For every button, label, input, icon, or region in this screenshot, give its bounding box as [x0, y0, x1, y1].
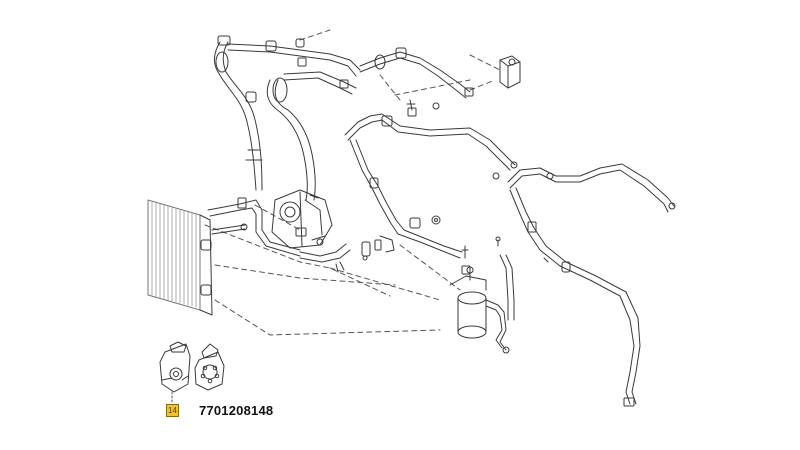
right-pipes	[507, 163, 676, 407]
top-hose	[359, 47, 474, 99]
fittings-cluster	[361, 215, 501, 275]
expansion-valve	[499, 55, 521, 89]
service-valve-parts	[159, 341, 225, 393]
suction-hose	[266, 57, 357, 201]
compressor	[271, 189, 333, 249]
callout-box[interactable]: 14	[166, 404, 179, 417]
discharge-hose	[213, 35, 361, 191]
dashed-reference-lines	[204, 29, 501, 336]
receiver-dehydrator	[449, 254, 515, 354]
part-number-label[interactable]: 7701208148	[199, 403, 274, 418]
liquid-pipe	[344, 99, 518, 259]
low-hose	[299, 243, 351, 273]
condenser	[147, 199, 213, 316]
condenser-hose	[207, 197, 301, 257]
